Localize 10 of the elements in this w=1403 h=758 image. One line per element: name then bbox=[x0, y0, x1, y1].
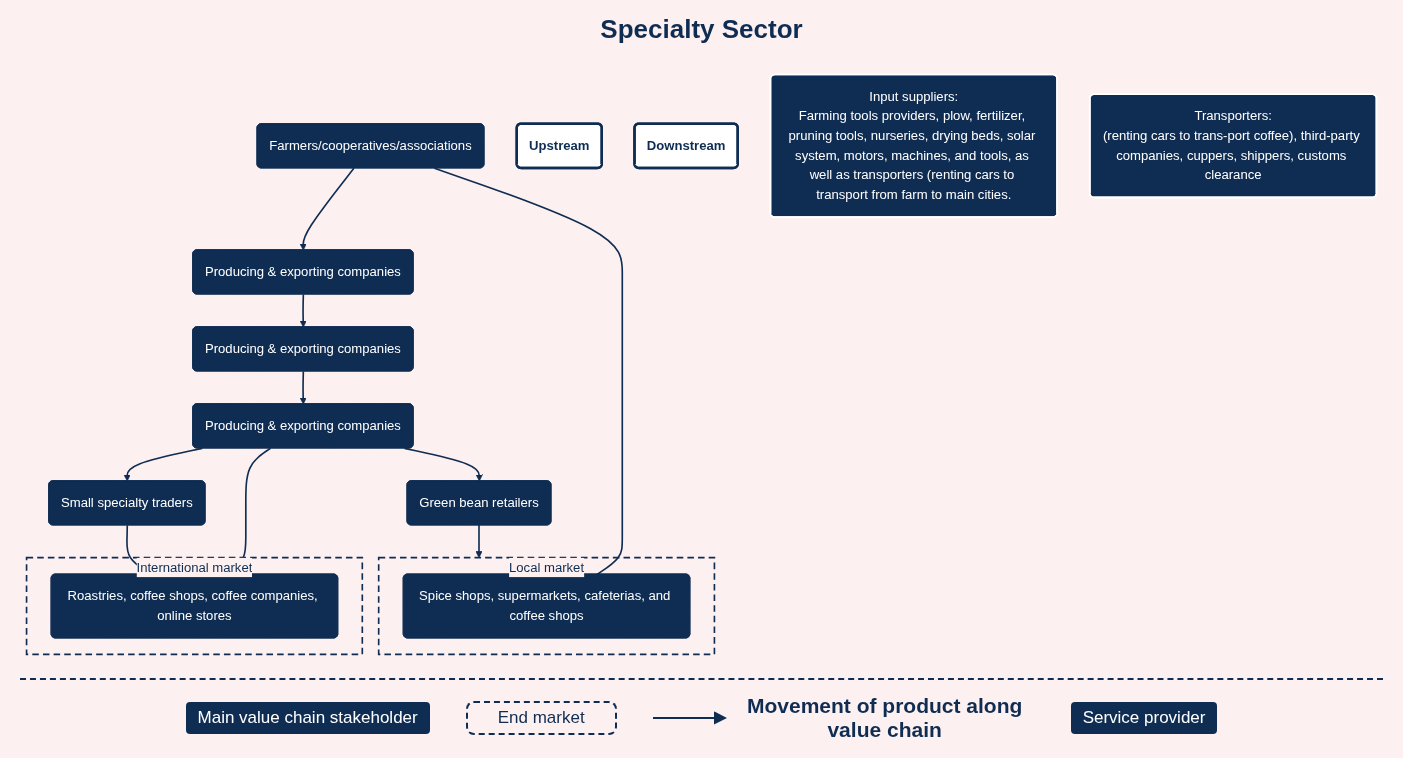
legend-key: End market bbox=[465, 701, 617, 735]
legend-key: Main value chain stakeholder bbox=[185, 702, 430, 734]
arrow bbox=[299, 370, 307, 405]
arrow bbox=[475, 524, 483, 559]
legend-key: Service provider bbox=[1070, 702, 1218, 734]
diagram-title: Specialty Sector bbox=[600, 14, 803, 45]
connector bbox=[433, 167, 624, 576]
legend-label: Movement of product along value chain bbox=[745, 694, 1024, 742]
arrow bbox=[299, 293, 307, 328]
arrow bbox=[299, 167, 355, 251]
